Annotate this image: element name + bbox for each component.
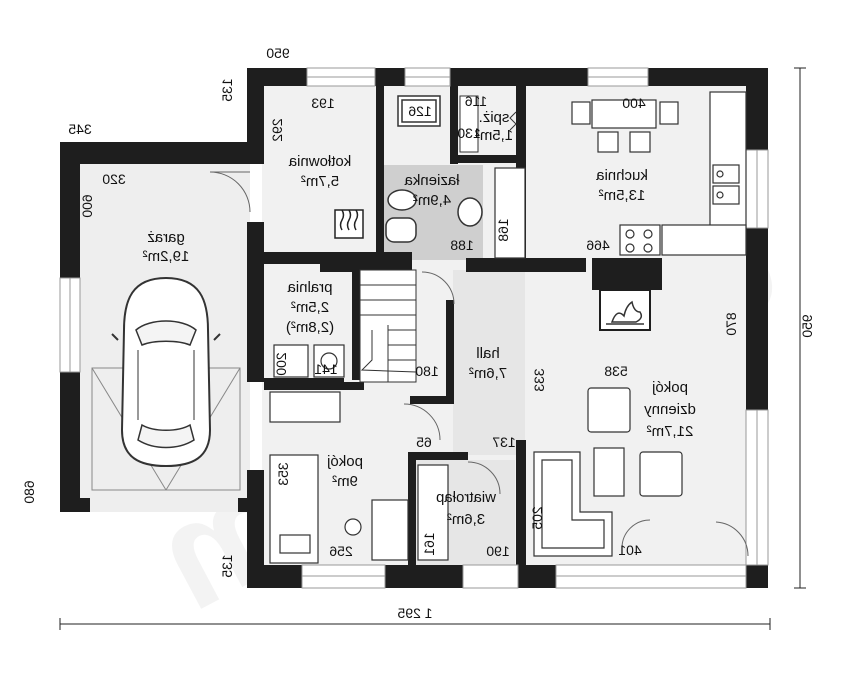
dim-garage-width: 320	[102, 171, 126, 187]
dim-left-depth: 680	[21, 480, 37, 504]
dim-bathroom-width: 188	[450, 237, 474, 253]
dim-hall-c: 137	[492, 434, 516, 450]
bathroom-fixtures	[385, 95, 483, 243]
living-room-name-2: dzienny	[644, 401, 696, 418]
dim-boiler-width: 193	[311, 95, 335, 111]
dim-hall-b: 333	[531, 368, 547, 392]
dim-kitchen-width: 400	[622, 95, 646, 111]
hall-floor	[453, 270, 525, 455]
boiler-icon	[334, 209, 364, 239]
fireplace-icon	[606, 300, 644, 325]
garage-top-width: 345	[68, 121, 92, 137]
dim-laundry-a: 141	[314, 361, 338, 377]
wardrobe-area: 3,6m²	[447, 511, 485, 528]
walls	[60, 68, 768, 588]
bedroom-furniture	[269, 391, 449, 564]
bathroom-name: łazienka	[404, 172, 460, 189]
dimension-lines	[59, 67, 806, 630]
dim-living-width: 538	[604, 363, 628, 379]
dim-kitchen-counter: 168	[495, 218, 511, 242]
laundry-area: 2,5m²	[291, 299, 329, 316]
bathroom-area: 4,9m²	[413, 192, 451, 209]
garage-area: 19,2m²	[143, 248, 190, 265]
kitchen-area: 13,5m²	[599, 187, 646, 204]
boiler-room-area: 5,7m²	[301, 173, 339, 190]
pantry-area: 1,5m²	[475, 127, 513, 144]
overall-depth: 950	[799, 314, 815, 338]
dim-living-depth: 870	[723, 312, 739, 336]
dim-bath-tub: 126	[408, 103, 432, 119]
pantry-shelves	[459, 95, 517, 153]
hall-name: hall	[476, 345, 499, 362]
dim-wardrobe-width: 190	[486, 543, 510, 559]
boiler-room-name: kotłownia	[288, 153, 351, 170]
bedroom-name: pokój	[327, 453, 363, 470]
dim-living-bottom: 401	[618, 542, 642, 558]
dim-pantry-depth: 130	[457, 125, 481, 141]
garage-name: garaż	[147, 229, 185, 246]
dim-hall-a: 180	[415, 363, 439, 379]
dim-laundry-b: 200	[273, 352, 289, 376]
bedroom-area: 9m²	[332, 473, 358, 490]
laundry-area-alt: (2,8m²)	[286, 319, 334, 336]
overall-width: 1 295	[397, 605, 432, 621]
wardrobe-name: wiatrołap	[436, 489, 497, 506]
living-room-name-1: pokój	[652, 379, 688, 396]
door-swings	[209, 171, 749, 557]
car-icon	[111, 276, 221, 468]
dim-boiler-depth: 292	[269, 118, 285, 142]
kitchen-name: kuchnia	[595, 167, 647, 184]
top-width: 950	[266, 45, 290, 61]
dim-hall-d: 65	[416, 434, 432, 450]
dim-kitchen-depth: 466	[586, 237, 610, 253]
dim-wardrobe-small: 161	[421, 532, 437, 556]
dim-pantry-width: 116	[465, 93, 488, 109]
staircase	[359, 269, 417, 383]
living-room-area: 21,7m²	[647, 423, 694, 440]
dim-bedroom-depth: 353	[275, 462, 291, 486]
living-room-furniture	[533, 387, 683, 557]
dim-left-top: 135	[219, 78, 235, 102]
dim-left-bottom: 135	[219, 554, 235, 578]
hall-area: 7,6m²	[469, 365, 507, 382]
dim-wardrobe-depth: 205	[529, 506, 545, 530]
kitchen-fixtures	[273, 91, 747, 378]
dim-garage-depth: 600	[79, 194, 95, 218]
dim-bedroom-width: 256	[329, 543, 353, 559]
windows	[59, 67, 769, 589]
pantry-name: spiż.	[479, 109, 510, 126]
laundry-name: pralnia	[287, 279, 333, 296]
